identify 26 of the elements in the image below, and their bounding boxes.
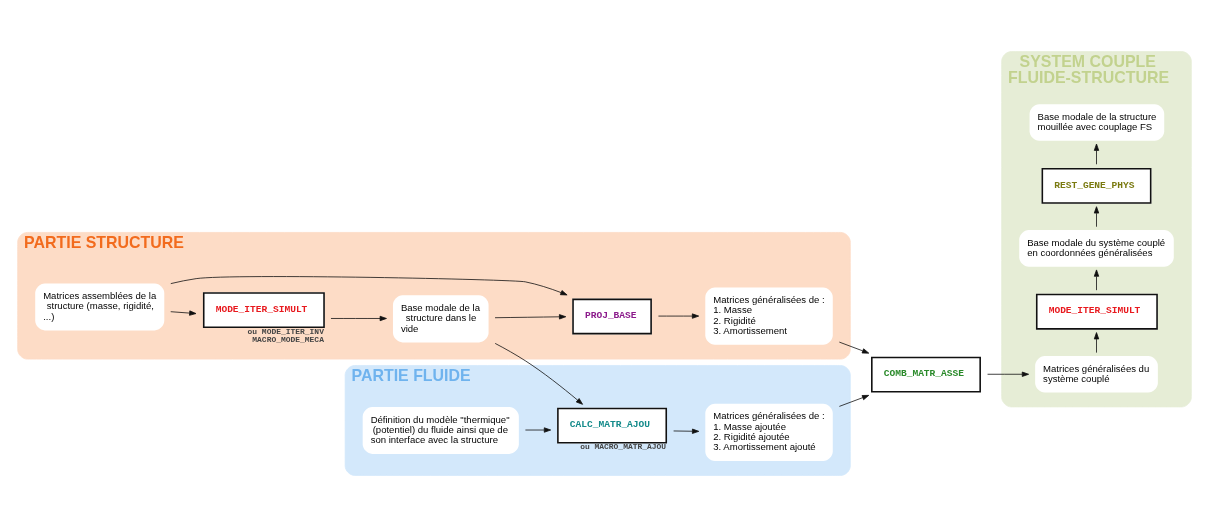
arrow [838,394,870,407]
node-box: Matrices assemblées de la structure (masse, rigidité, ...) [35,282,165,330]
arrow [1093,269,1100,291]
node-box: Matrices généralisées de : 1. Masse ajoutée 2. Rigidité ajoutée 3. Amortissement ajouté [705,403,833,461]
arrow [494,313,567,319]
arrow [525,426,552,433]
node-label: ou MODE_ITER_INV [247,326,324,336]
node-label: ou MACRO_MATR_AJOU [580,441,667,451]
node-box: Base modale du système couplé en coordonnées généralisées [1019,229,1174,267]
node-box: Matrices généralisées du système couplé [1035,355,1158,393]
arrow [1093,205,1100,227]
arrow [170,275,568,295]
node-box: Définition du modèle "thermique" (potentiel) du fluide ainsi que de son interface avec la structure [362,406,519,454]
arrow [1093,143,1100,165]
node-box: Base modale de la structure mouillée avec couplage FS [1029,103,1165,141]
arrow [170,309,197,316]
node-box: Matrices généralisées de : 1. Masse 2. Rigidité 3. Amortissement [705,286,833,345]
arrow [494,342,583,405]
arrow [838,341,870,354]
arrow [658,312,700,319]
node-label: MACRO_MODE_MECA [252,334,324,344]
arrow [987,371,1030,377]
node-box: Base modale de la structure dans le vide [392,294,489,342]
arrow [673,428,700,434]
arrow [1093,331,1100,353]
arrow [330,315,387,321]
